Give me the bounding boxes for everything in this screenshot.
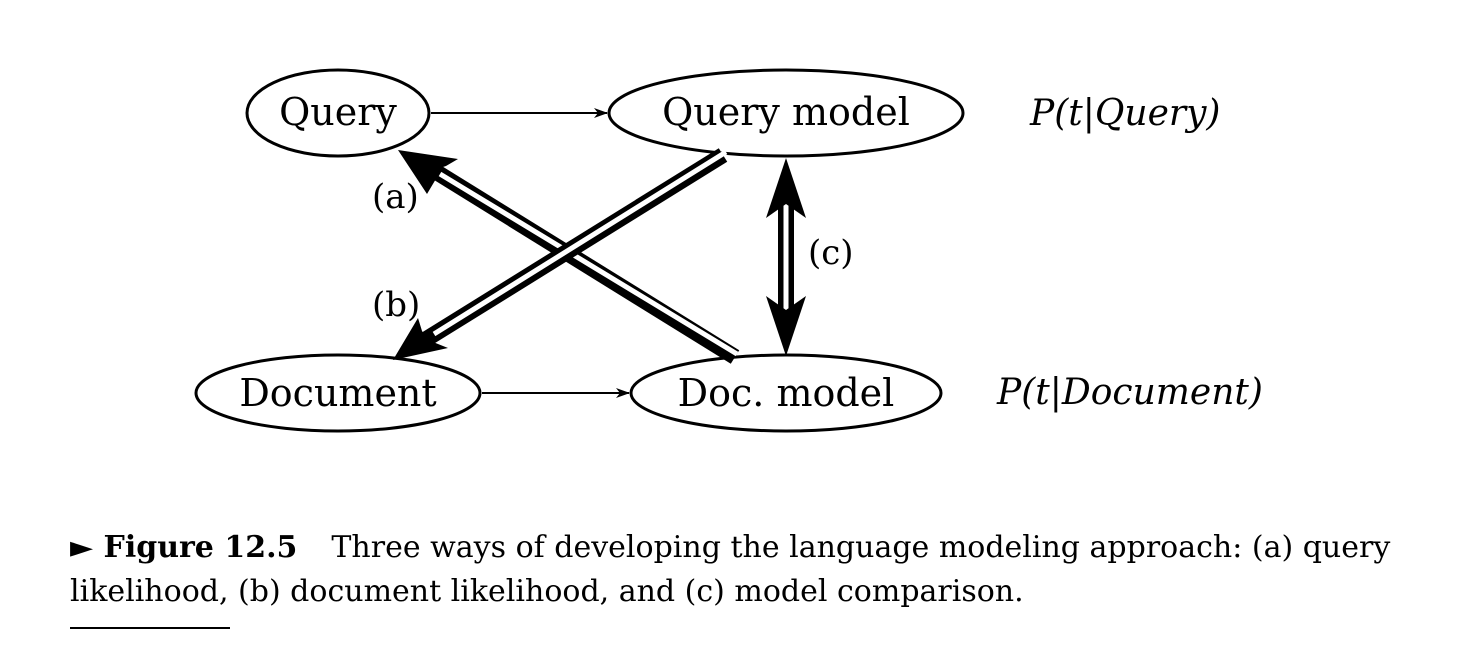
- arrow-c-model-comparison: [766, 158, 806, 356]
- edge-label-a: (a): [372, 177, 419, 217]
- edge-label-c: (c): [808, 233, 854, 273]
- node-query-model: Query model: [607, 68, 965, 158]
- arrow-b-query-model-to-document: [393, 148, 728, 360]
- node-document: Document: [194, 353, 482, 433]
- node-query-model-label: Query model: [662, 90, 910, 134]
- language-modeling-diagram: Query Query model Document Doc. model (a…: [194, 68, 1263, 433]
- node-document-label: Document: [239, 371, 436, 415]
- figure-label: ► Figure 12.5: [70, 530, 298, 565]
- caption-text: Three ways of developing the language mo…: [70, 530, 1391, 609]
- arrow-a-doc-model-to-query: [398, 150, 740, 364]
- node-query-label: Query: [279, 90, 397, 134]
- edge-label-b: (b): [372, 285, 420, 325]
- node-query: Query: [245, 68, 431, 158]
- caption-rule: [70, 627, 230, 629]
- prob-document: P(t|Document): [996, 372, 1263, 413]
- node-doc-model: Doc. model: [629, 353, 943, 433]
- node-doc-model-label: Doc. model: [678, 371, 895, 415]
- prob-query: P(t|Query): [1029, 93, 1220, 134]
